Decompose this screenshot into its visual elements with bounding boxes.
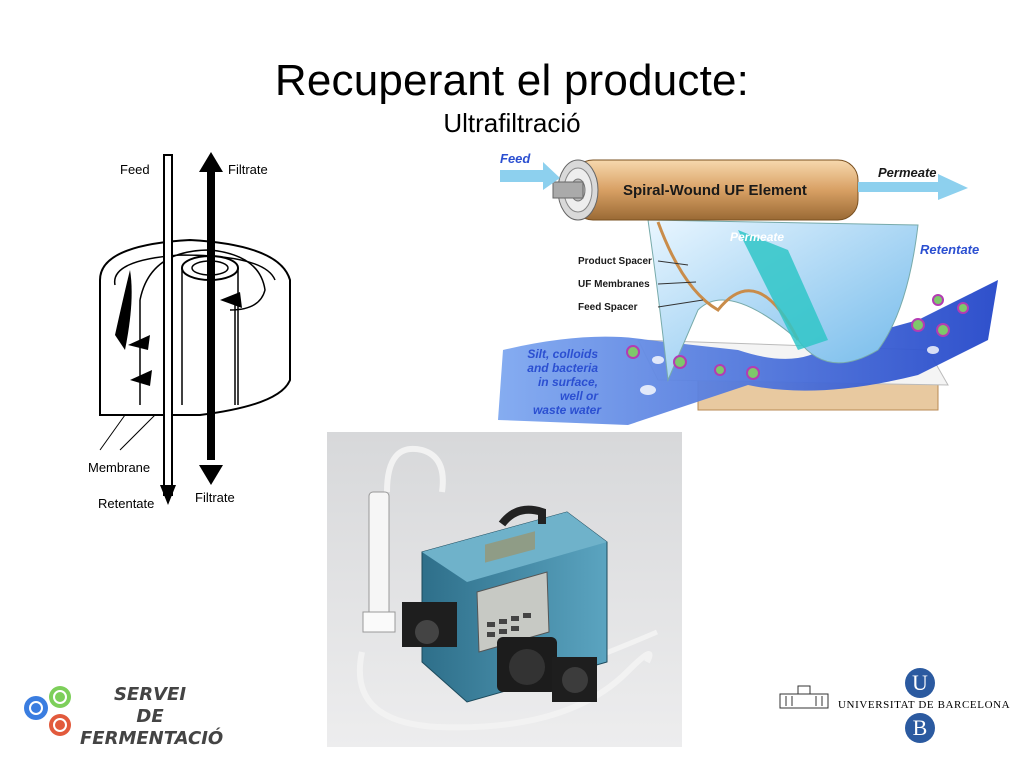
filtrate-up-arrow — [199, 152, 223, 172]
servei-line-3: FERMENTACIÓ — [80, 728, 224, 749]
contaminant-particles — [626, 294, 969, 380]
ub-b-badge: B — [905, 713, 935, 743]
permeate-flow-shape — [738, 230, 828, 350]
label-retentate-right: Retentate — [920, 242, 979, 257]
label-feed: Feed — [120, 162, 150, 177]
label-filtrate-bottom: Filtrate — [195, 490, 235, 505]
ub-u-badge: U — [905, 668, 935, 698]
ub-building-icon — [779, 685, 829, 709]
silt-line-3: in surface, — [538, 375, 598, 389]
label-product-spacer: Product Spacer — [578, 256, 652, 267]
permeate-arrow — [858, 174, 968, 200]
label-retentate: Retentate — [98, 496, 154, 511]
element-title: Spiral-Wound UF Element — [623, 182, 807, 199]
feed-shaft — [163, 154, 173, 496]
servei-line-2: DE — [136, 706, 164, 727]
servei-spiral-logo — [24, 686, 71, 736]
spiral-wound-uf-diagram: Feed Spiral-Wound UF Element Permeate Pe… — [498, 151, 998, 425]
label-filtrate-top: Filtrate — [228, 162, 268, 177]
filtrate-down-arrow — [199, 465, 223, 485]
feed-water-sheet — [498, 280, 998, 425]
label-permeate-top: Permeate — [878, 165, 937, 180]
outer-cylinder — [99, 238, 291, 416]
label-membrane: Membrane — [88, 460, 150, 475]
filtrate-shaft — [207, 170, 215, 460]
feed-arrow — [500, 162, 560, 190]
label-permeate-inner: Permeate — [730, 230, 784, 244]
label-feed-right: Feed — [500, 151, 531, 166]
silt-line-2: and bacteria — [527, 361, 598, 375]
silt-line-5: waste water — [533, 403, 602, 417]
hollow-membrane-diagram: Feed Filtrate Membrane Retentate Filtrat… — [88, 152, 291, 511]
label-uf-membranes: UF Membranes — [578, 279, 650, 290]
servei-line-1: SERVEI — [113, 684, 187, 705]
label-feed-spacer: Feed Spacer — [578, 302, 638, 313]
slide-title: Recuperant el producte: — [274, 56, 750, 105]
pump-photo — [327, 432, 682, 747]
silt-line-4: well or — [560, 389, 599, 403]
servei-wordmark: SERVEI DE FERMENTACIÓ — [80, 684, 224, 750]
silt-line-1: Silt, colloids — [527, 347, 598, 361]
retentate-arrow-head — [160, 485, 176, 505]
ub-name: UNIVERSITAT DE BARCELONA — [838, 699, 1011, 711]
slide-subtitle: Ultrafiltració — [443, 108, 581, 138]
